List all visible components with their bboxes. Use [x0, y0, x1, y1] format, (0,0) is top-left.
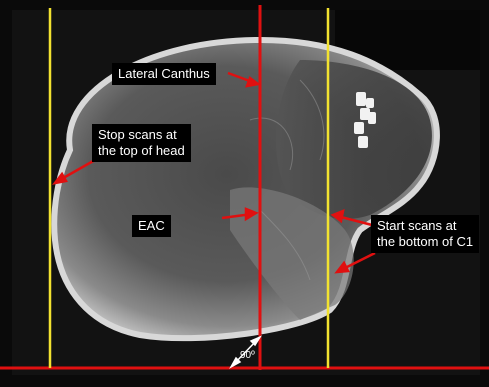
- stop-scans-label: Stop scans at the top of head: [92, 124, 191, 162]
- stop-scans-line1: Stop scans at: [98, 127, 185, 143]
- start-scans-label: Start scans at the bottom of C1: [371, 215, 479, 253]
- lateral-canthus-label: Lateral Canthus: [112, 63, 216, 85]
- stop-scans-line2: the top of head: [98, 143, 185, 159]
- start-scans-line2: the bottom of C1: [377, 234, 473, 250]
- right-angle-label: 90º: [240, 350, 255, 361]
- start-scans-line1: Start scans at: [377, 218, 473, 234]
- eac-label: EAC: [132, 215, 171, 237]
